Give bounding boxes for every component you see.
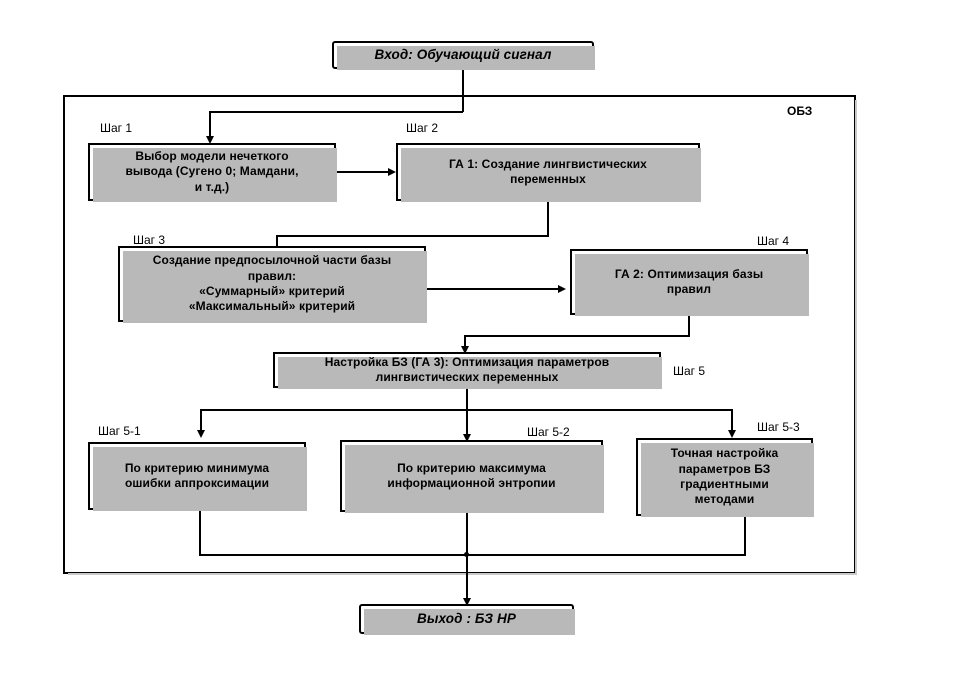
- step-2-label: Шаг 2: [406, 121, 439, 135]
- connector-to-step5: [464, 335, 466, 350]
- junction-dot-fanin: [464, 552, 469, 557]
- obz-container: [63, 95, 857, 575]
- step-1-box: Выбор модели нечеткого вывода (Сугено 0;…: [88, 143, 337, 202]
- step-4-text: ГА 2: Оптимизация базы правил: [614, 266, 764, 296]
- arrowhead-to-step2: [388, 167, 396, 176]
- obz-container-label: ОБЗ: [787, 104, 813, 118]
- step-1-text: Выбор модели нечеткого вывода (Сугено 0;…: [125, 148, 299, 194]
- step-5-3-text: Точная настройка параметров БЗ градиентн…: [670, 446, 779, 507]
- connector-to-output: [466, 554, 468, 604]
- step-5-1-box: По критерию минимума ошибки аппроксимаци…: [88, 442, 307, 511]
- step-5-3-label: Шаг 5-3: [757, 420, 800, 434]
- connector-input-down: [462, 69, 464, 112]
- step-4-box: ГА 2: Оптимизация базы правил: [570, 249, 809, 316]
- connector-step4-across: [464, 335, 690, 337]
- step-2-text: ГА 1: Создание лингвистических переменны…: [449, 156, 647, 186]
- arrowhead-to-output: [462, 598, 471, 606]
- step-5-2-label: Шаг 5-2: [527, 425, 570, 439]
- connector-step2-down: [547, 201, 549, 237]
- arrowhead-to-step5-1: [196, 430, 205, 438]
- output-node: Выход : БЗ НР: [359, 604, 575, 635]
- step-5-2-text: По критерию максимума информационной энт…: [387, 460, 556, 490]
- step-5-1-label: Шаг 5-1: [98, 424, 141, 438]
- step-3-box: Создание предпосылочной части базы прави…: [118, 246, 427, 323]
- connector-step5-3-down: [744, 516, 746, 556]
- input-node: Вход: Обучающий сигнал: [332, 41, 595, 70]
- step-5-text: Настройка БЗ (ГА 3): Оптимизация парамет…: [324, 354, 610, 384]
- step-3-label: Шаг 3: [133, 233, 166, 247]
- output-node-label: Выход : БЗ НР: [417, 611, 516, 627]
- connector-step2-across: [276, 235, 549, 237]
- step-5-box: Настройка БЗ (ГА 3): Оптимизация парамет…: [273, 352, 662, 389]
- arrowhead-to-step5: [460, 346, 469, 354]
- connector-branch-right: [731, 409, 733, 433]
- step-5-2-box: По критерию максимума информационной энт…: [340, 440, 604, 513]
- connector-step1-to-step2: [336, 171, 393, 173]
- step-1-label: Шаг 1: [100, 121, 133, 135]
- connector-input-across: [209, 111, 463, 113]
- step-3-text: Создание предпосылочной части базы прави…: [152, 253, 392, 314]
- arrowhead-to-step1: [205, 136, 214, 144]
- step-5-1-text: По критерию минимума ошибки аппроксимаци…: [124, 460, 270, 490]
- connector-branch-left: [200, 409, 202, 433]
- connector-to-step1: [209, 111, 211, 140]
- arrowhead-to-step5-2: [462, 434, 471, 442]
- step-4-label: Шаг 4: [757, 234, 790, 248]
- connector-step5-2-down: [466, 512, 468, 556]
- step-5-label: Шаг 5: [673, 364, 706, 378]
- step-5-3-box: Точная настройка параметров БЗ градиентн…: [636, 438, 814, 517]
- connector-fanin-bar: [199, 554, 746, 556]
- connector-step4-down: [688, 315, 690, 337]
- input-node-label: Вход: Обучающий сигнал: [374, 47, 552, 63]
- connector-step3-to-step4: [426, 288, 563, 290]
- connector-step5-1-down: [199, 510, 201, 556]
- step-2-box: ГА 1: Создание лингвистических переменны…: [396, 143, 701, 202]
- connector-step5-down: [466, 388, 468, 411]
- arrowhead-to-step4: [558, 284, 566, 293]
- connector-branch-middle: [466, 409, 468, 438]
- arrowhead-to-step5-3: [727, 430, 736, 438]
